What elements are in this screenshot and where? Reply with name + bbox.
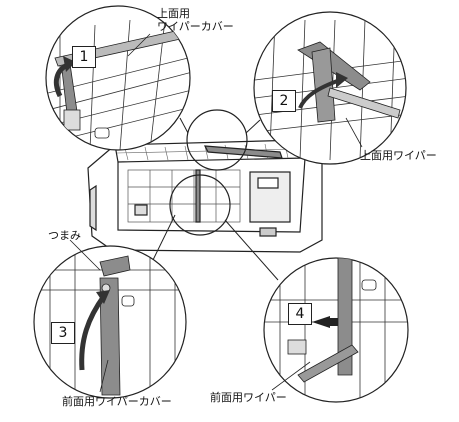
step-3-badge: 3 [51, 322, 75, 344]
detail-top-right [253, 11, 407, 165]
step-2-badge: 2 [272, 90, 296, 112]
label-front-wiper-cover: 前面用ワイパーカバー [62, 395, 172, 408]
step-1-badge: 1 [72, 46, 96, 68]
label-upper-wiper-cover-line2: ワイパーカバー [157, 20, 234, 33]
detail-circle-front [169, 174, 231, 236]
detail-circle-top [186, 109, 248, 171]
detail-top-left [45, 5, 191, 151]
step-4-badge: 4 [288, 303, 312, 325]
indoor-unit [87, 139, 323, 253]
label-upper-wiper: 上面用ワイパー [360, 149, 437, 162]
label-front-wiper: 前面用ワイパー [210, 391, 287, 404]
leader-lines [69, 33, 363, 393]
label-upper-wiper-cover-line1: 上面用 [157, 7, 190, 20]
detail-bottom-right [263, 257, 409, 403]
connector-lines [151, 117, 279, 281]
label-knob: つまみ [48, 229, 81, 242]
